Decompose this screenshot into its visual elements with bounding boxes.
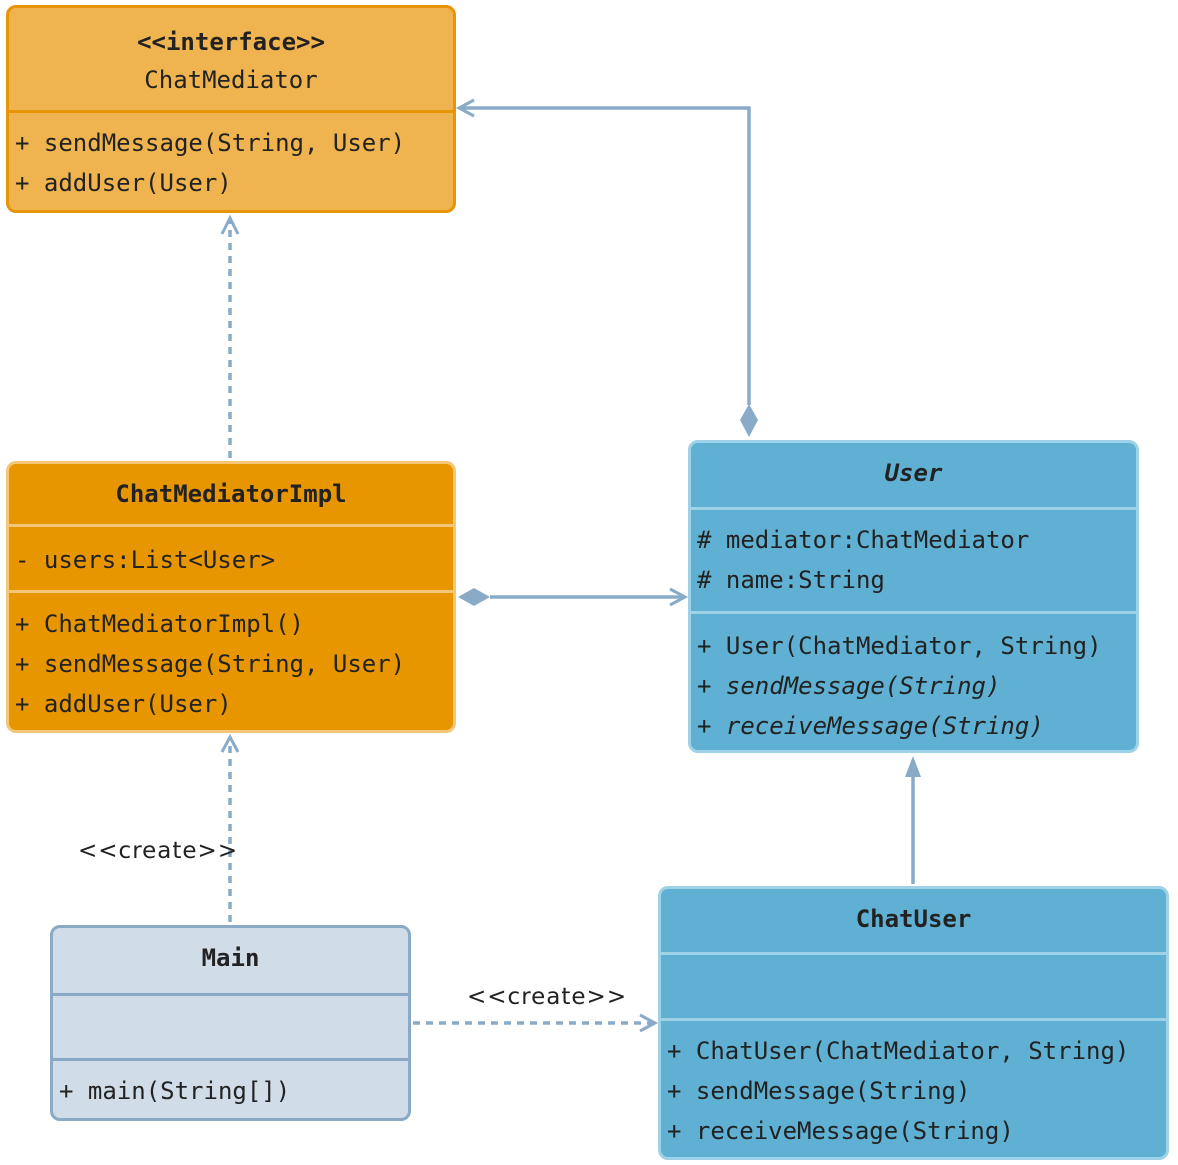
operations-section: + User(ChatMediator, String) + sendMessa… (691, 611, 1136, 746)
composition-impl-to-user (458, 587, 689, 607)
class-chat-mediator-impl[interactable]: ChatMediatorImpl - users:List<User> + Ch… (6, 461, 456, 733)
attributes-section (53, 993, 408, 1058)
attributes-section: - users:List<User> (9, 524, 453, 590)
stereotype-label: <<interface>> (137, 28, 325, 56)
operation: + main(String[]) (59, 1077, 291, 1105)
create-label-impl: <<create>> (78, 838, 239, 864)
dependency-main-to-impl (220, 733, 240, 922)
open-arrow-head (220, 733, 240, 753)
open-arrow-head (220, 214, 240, 235)
open-arrow-head (669, 587, 689, 607)
class-header: ChatUser (661, 889, 1166, 952)
operations-section: + ChatUser(ChatMediator, String) + sendM… (661, 1018, 1166, 1151)
operation: + sendMessage(String, User) (15, 129, 406, 157)
operation: + sendMessage(String, User) (15, 650, 406, 678)
operation: + ChatMediatorImpl() (15, 610, 304, 638)
class-user[interactable]: User # mediator:ChatMediator # name:Stri… (688, 440, 1139, 753)
diamond-icon (740, 404, 758, 437)
attributes-section (661, 952, 1166, 1018)
class-main[interactable]: Main + main(String[]) (50, 925, 411, 1121)
class-chat-mediator[interactable]: <<interface>> ChatMediator + sendMessage… (6, 5, 456, 213)
operation: + ChatUser(ChatMediator, String) (667, 1037, 1130, 1065)
operations-section: + main(String[]) (53, 1058, 408, 1111)
open-arrow-head (639, 1013, 659, 1033)
attributes-section: # mediator:ChatMediator # name:String (691, 507, 1136, 611)
dependency-main-to-chatuser (413, 1013, 659, 1033)
attribute: - users:List<User> (15, 546, 276, 574)
diamond-icon (458, 588, 490, 606)
abstract-operation: + sendMessage(String) (697, 672, 1001, 700)
class-header: <<interface>> ChatMediator (9, 8, 453, 110)
create-label-chatuser: <<create>> (467, 984, 628, 1010)
class-chat-user[interactable]: ChatUser + ChatUser(ChatMediator, String… (658, 886, 1169, 1160)
class-header: ChatMediatorImpl (9, 464, 453, 524)
arrow-head (905, 756, 921, 777)
realization-impl-to-mediator (220, 214, 240, 458)
operations-section: + sendMessage(String, User) + addUser(Us… (9, 110, 453, 203)
class-name: ChatMediator (144, 66, 318, 94)
class-name: Main (201, 944, 260, 972)
generalization-chatuser-to-user (905, 756, 921, 884)
abstract-operation: + receiveMessage(String) (697, 712, 1044, 740)
operation: + receiveMessage(String) (667, 1117, 1014, 1145)
attribute: # name:String (697, 566, 885, 594)
operation: + addUser(User) (15, 169, 232, 197)
operation: + sendMessage(String) (667, 1077, 971, 1105)
operation: + addUser(User) (15, 690, 232, 718)
class-name: ChatUser (855, 905, 972, 933)
operations-section: + ChatMediatorImpl() + sendMessage(Strin… (9, 590, 453, 724)
attribute: # mediator:ChatMediator (697, 526, 1030, 554)
open-arrow-head (455, 98, 475, 118)
composition-user-to-mediator (455, 98, 758, 437)
class-name: ChatMediatorImpl (115, 480, 347, 508)
class-header: Main (53, 928, 408, 993)
operation: + User(ChatMediator, String) (697, 632, 1102, 660)
class-header: User (691, 443, 1136, 507)
class-name: User (884, 459, 943, 487)
